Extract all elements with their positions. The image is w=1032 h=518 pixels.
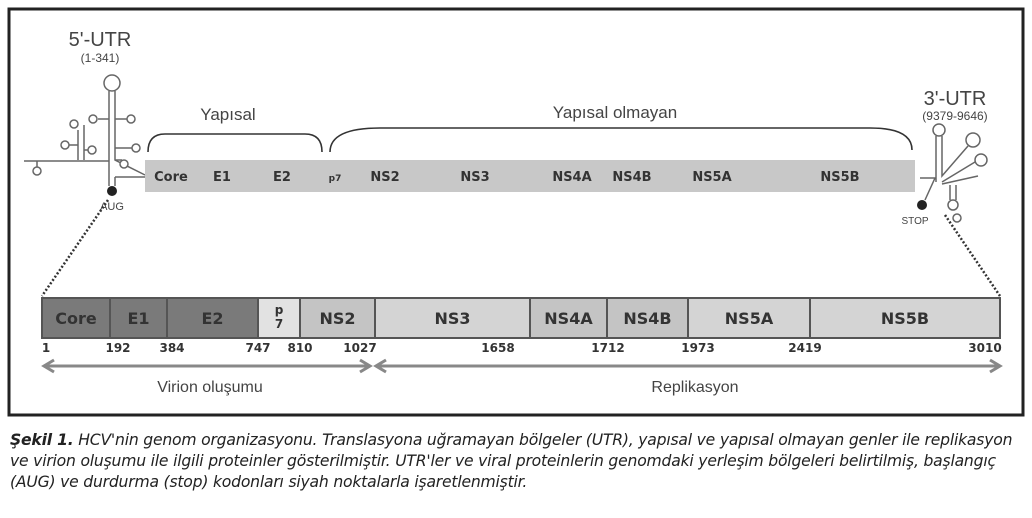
position-label: 810 [287, 341, 312, 355]
gene-e1: E1 [213, 170, 231, 185]
gene-e2: E2 [273, 170, 291, 185]
position-label: 747 [245, 341, 270, 355]
segment-label: NS3 [434, 309, 470, 328]
position-label: 192 [105, 341, 130, 355]
gene-ns5a: NS5A [692, 170, 731, 185]
structural-brace [147, 133, 323, 153]
caption-title: Şekil 1. [10, 431, 74, 449]
position-labels: 1 192 384 747 810 1027 1658 1712 1973 2419 3010 [42, 341, 1002, 355]
gene-p7: p7 [329, 174, 342, 184]
connector-right [943, 214, 1002, 297]
hcv-genome-diagram: 5'-UTR (1-341) AUG Yapısal Yapısal olmay… [7, 7, 1025, 417]
figure-border [7, 7, 1025, 417]
gene-ns4a: NS4A [552, 170, 591, 185]
segment-e1 [109, 297, 168, 339]
segment-e2 [166, 297, 259, 339]
genome-bar [145, 160, 915, 192]
segment-p7 [257, 297, 301, 339]
connector-left [40, 199, 110, 297]
segment-core [41, 297, 111, 339]
replication-label: Replikasyon [651, 379, 738, 396]
segment-label: p [275, 303, 284, 317]
polyprotein-bar: Core E1 E2 p7 NS2 NS3 NS4A NS4B NS5A NS5B [41, 297, 1001, 339]
segment-label: NS5B [881, 309, 929, 328]
position-label: 1027 [343, 341, 376, 355]
segment-ns4b [606, 297, 689, 339]
stop-dot-icon [917, 200, 927, 210]
segment-ns2 [299, 297, 376, 339]
structural-label: Yapısal [200, 105, 255, 124]
nonstructural-brace [329, 127, 913, 153]
caption-text: HCV'nin genom organizasyonu. Translasyon… [10, 431, 1013, 491]
virion-label: Virion oluşumu [157, 379, 263, 396]
position-label: 1658 [481, 341, 514, 355]
position-label: 1973 [681, 341, 714, 355]
gene-core: Core [154, 170, 188, 185]
stop-label: STOP [901, 216, 928, 227]
segment-ns5a [687, 297, 811, 339]
segment-label: NS5A [725, 309, 774, 328]
utr3-label: 3'-UTR [924, 88, 987, 110]
position-label: 2419 [788, 341, 821, 355]
segment-label: Core [55, 309, 97, 328]
segment-label: E2 [201, 309, 223, 328]
segment-ns5b [809, 297, 1001, 339]
utr3-stemloop-icon [920, 123, 988, 223]
position-label: 1712 [591, 341, 624, 355]
position-label: 3010 [968, 341, 1001, 355]
figure-caption: Şekil 1. HCV'nin genom organizasyonu. Tr… [10, 430, 1028, 493]
gene-ns4b: NS4B [612, 170, 651, 185]
position-label: 384 [159, 341, 184, 355]
virion-arrow [41, 358, 373, 374]
utr5-stemloop-icon [24, 74, 146, 186]
nonstructural-label: Yapısal olmayan [553, 103, 677, 122]
utr5-label: 5'-UTR [69, 29, 132, 51]
gene-ns5b: NS5B [820, 170, 859, 185]
segment-label: NS4B [623, 309, 671, 328]
gene-ns3: NS3 [460, 170, 489, 185]
replication-arrow [373, 358, 1003, 374]
segment-label: E1 [127, 309, 149, 328]
segment-ns3 [374, 297, 531, 339]
gene-ns2: NS2 [370, 170, 399, 185]
segment-label: 7 [275, 317, 283, 331]
aug-start-dot-icon [107, 186, 117, 196]
segment-label: NS4A [544, 309, 593, 328]
utr3-range: (9379-9646) [922, 109, 987, 123]
utr5-range: (1-341) [81, 51, 120, 65]
position-label: 1 [42, 341, 50, 355]
segment-label: NS2 [319, 309, 355, 328]
